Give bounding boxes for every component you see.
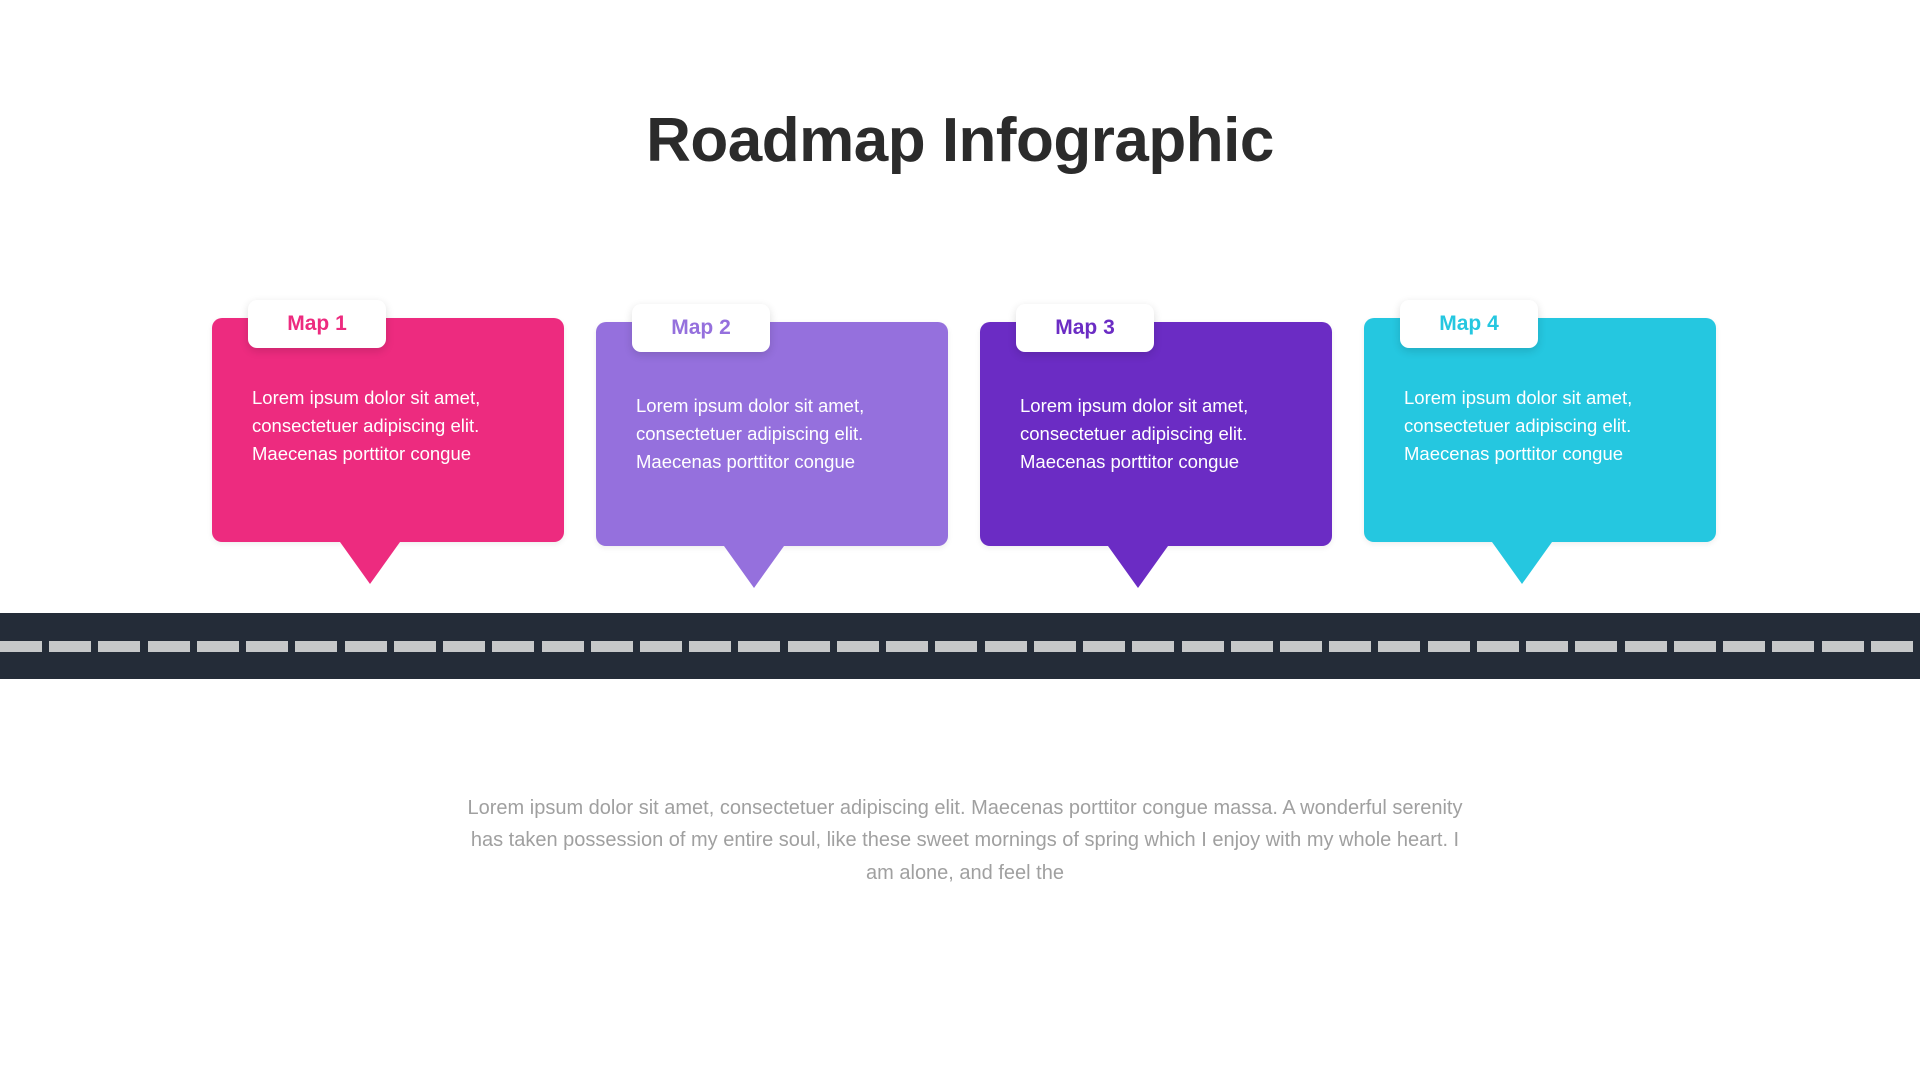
road-dash bbox=[246, 641, 289, 652]
road-dash bbox=[984, 641, 1027, 652]
road-dash bbox=[1132, 641, 1175, 652]
road-dash bbox=[344, 641, 387, 652]
roadmap-card-map-4[interactable]: Lorem ipsum dolor sit amet, consectetuer… bbox=[1364, 300, 1716, 600]
road-dash bbox=[640, 641, 682, 652]
road-center-dashes bbox=[0, 641, 1920, 652]
road-dash bbox=[393, 641, 436, 652]
road-dash bbox=[886, 641, 929, 652]
card-pointer-triangle bbox=[724, 546, 784, 588]
road-dash bbox=[1329, 641, 1372, 652]
road-dash bbox=[541, 641, 584, 652]
card-body: Lorem ipsum dolor sit amet, consectetuer… bbox=[596, 322, 948, 546]
card-badge-label: Map 2 bbox=[671, 316, 731, 339]
card-body: Lorem ipsum dolor sit amet, consectetuer… bbox=[1364, 318, 1716, 542]
card-pointer-triangle bbox=[1492, 542, 1552, 584]
road-dash bbox=[1378, 641, 1421, 652]
road-dash bbox=[1723, 641, 1766, 652]
roadmap-card-map-3[interactable]: Lorem ipsum dolor sit amet, consectetuer… bbox=[980, 300, 1332, 600]
card-body-text: Lorem ipsum dolor sit amet, consectetuer… bbox=[252, 387, 481, 465]
road-dash bbox=[1772, 641, 1815, 652]
road-dash bbox=[787, 641, 830, 652]
roadmap-card-map-2[interactable]: Lorem ipsum dolor sit amet, consectetuer… bbox=[596, 300, 948, 600]
road-dash bbox=[492, 641, 535, 652]
card-body-text: Lorem ipsum dolor sit amet, consectetuer… bbox=[1020, 395, 1249, 473]
card-body: Lorem ipsum dolor sit amet, consectetuer… bbox=[212, 318, 564, 542]
card-body-text: Lorem ipsum dolor sit amet, consectetuer… bbox=[1404, 387, 1633, 465]
road-dash bbox=[1673, 641, 1716, 652]
road-dash bbox=[1821, 641, 1864, 652]
road-dash bbox=[738, 641, 781, 652]
card-body: Lorem ipsum dolor sit amet, consectetuer… bbox=[980, 322, 1332, 546]
road-dash bbox=[147, 641, 190, 652]
road-dash bbox=[1870, 641, 1913, 652]
road-dash bbox=[1033, 641, 1076, 652]
card-badge-label: Map 3 bbox=[1055, 316, 1115, 339]
card-badge-label: Map 1 bbox=[287, 312, 347, 335]
road-dash bbox=[98, 641, 141, 652]
road-dash bbox=[1624, 641, 1667, 652]
card-pointer-triangle bbox=[1108, 546, 1168, 588]
card-badge[interactable]: Map 3 bbox=[1016, 304, 1154, 352]
card-badge[interactable]: Map 1 bbox=[248, 300, 386, 348]
roadmap-cards-row: Lorem ipsum dolor sit amet, consectetuer… bbox=[0, 300, 1920, 600]
road-dash bbox=[1476, 641, 1519, 652]
road-dash bbox=[1280, 641, 1322, 652]
card-pointer-triangle bbox=[340, 542, 400, 584]
card-badge[interactable]: Map 4 bbox=[1400, 300, 1538, 348]
road-dash bbox=[295, 641, 338, 652]
road-dash bbox=[836, 641, 879, 652]
road-graphic bbox=[0, 613, 1920, 679]
footer-paragraph: Lorem ipsum dolor sit amet, consectetuer… bbox=[467, 797, 1463, 884]
road-dash bbox=[196, 641, 239, 652]
road-dash bbox=[443, 641, 486, 652]
road-dash bbox=[1181, 641, 1224, 652]
page-title: Roadmap Infographic bbox=[646, 106, 1274, 175]
card-badge-label: Map 4 bbox=[1439, 312, 1499, 335]
road-dash bbox=[1230, 641, 1273, 652]
road-dash bbox=[590, 641, 633, 652]
road-dash bbox=[935, 641, 978, 652]
road-dash bbox=[1427, 641, 1470, 652]
card-badge[interactable]: Map 2 bbox=[632, 304, 770, 352]
roadmap-card-map-1[interactable]: Lorem ipsum dolor sit amet, consectetuer… bbox=[212, 300, 564, 600]
road-dash bbox=[49, 641, 92, 652]
card-body-text: Lorem ipsum dolor sit amet, consectetuer… bbox=[636, 395, 865, 473]
road-dash bbox=[689, 641, 732, 652]
road-dash bbox=[0, 641, 42, 652]
road-dash bbox=[1526, 641, 1569, 652]
road-dash bbox=[1083, 641, 1126, 652]
road-dash bbox=[1575, 641, 1618, 652]
